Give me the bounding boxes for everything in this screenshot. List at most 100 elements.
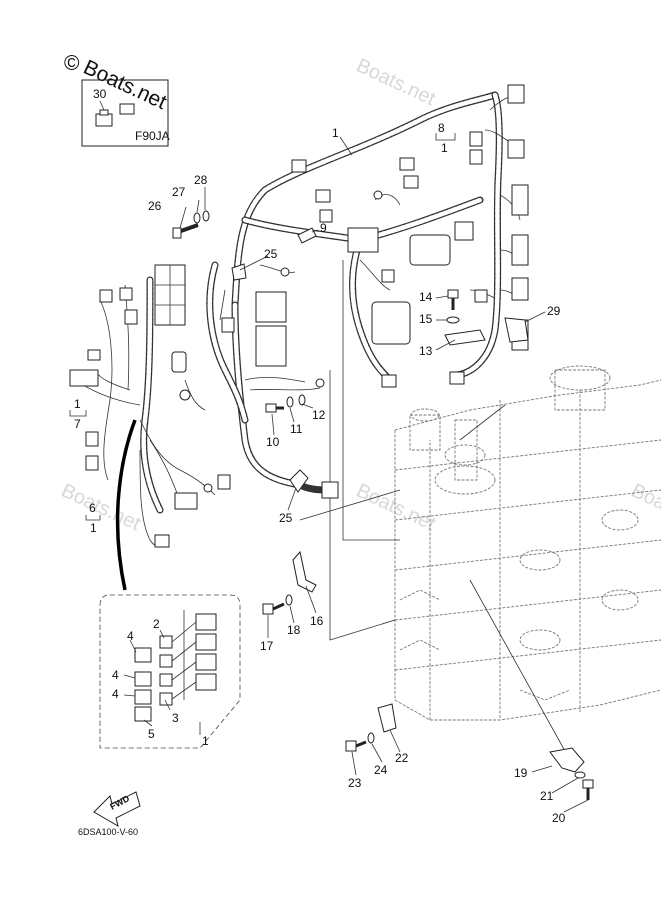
- inset-top-frame: [81, 79, 169, 147]
- washer-24-icon: [367, 732, 375, 744]
- harness-clamp-icon: [371, 301, 411, 345]
- connector-icon: [171, 351, 187, 373]
- bolt-17-icon: [262, 603, 274, 615]
- label-1b: 1: [74, 397, 81, 411]
- connector-icon: [87, 349, 101, 361]
- label-17: 17: [260, 639, 274, 653]
- boats-net-logo: © Boats.net: [64, 52, 170, 114]
- label-1a: 1: [332, 126, 339, 140]
- connector-icon: [315, 189, 331, 203]
- label-25b: 25: [279, 511, 293, 525]
- relay-icon: [195, 673, 217, 691]
- connector-icon: [381, 374, 397, 388]
- relay-socket-icon: [159, 654, 173, 668]
- connector-icon: [124, 309, 138, 325]
- watermark-faint-1: Boats.net: [353, 55, 439, 111]
- connector-icon: [154, 534, 170, 548]
- washer-28-icon: [202, 210, 210, 222]
- connector-icon: [511, 277, 529, 301]
- connector-icon: [399, 157, 415, 171]
- connector-icon: [511, 184, 529, 216]
- multi-connector-icon: [255, 291, 287, 323]
- washer-21-icon: [574, 771, 586, 779]
- wire-harness: [115, 91, 503, 591]
- label-18: 18: [287, 623, 301, 637]
- inset-top-left: 30 F90JA: [81, 79, 170, 147]
- connectors: [69, 84, 529, 548]
- ring-terminal-icon: [373, 190, 383, 200]
- label-20: 20: [552, 811, 566, 825]
- connector-icon: [291, 159, 307, 173]
- connector-30-icon: [95, 103, 135, 127]
- washer-18-icon: [285, 594, 293, 606]
- inset-label-4b: 4: [112, 668, 119, 682]
- label-19: 19: [514, 766, 528, 780]
- connector-icon: [319, 209, 333, 223]
- clamp-29-icon: [504, 317, 529, 343]
- connector-icon: [99, 289, 113, 303]
- inset-label-5: 5: [148, 727, 155, 741]
- ring-terminal-icon: [179, 389, 191, 401]
- washer-15-icon: [446, 316, 460, 324]
- washer-27-icon: [193, 212, 201, 224]
- watermark-faint-2: Boats.net: [58, 480, 144, 536]
- relay-icon: [195, 613, 217, 631]
- inset-top-part-label: 30: [93, 87, 107, 101]
- bolt-10-icon: [265, 403, 277, 413]
- copyright-symbol: ©: [64, 52, 80, 75]
- label-29: 29: [547, 304, 561, 318]
- junction-icon: [347, 227, 379, 253]
- callout-leaders: [69, 133, 589, 813]
- inset-label-3: 3: [172, 711, 179, 725]
- connector-icon: [511, 234, 529, 266]
- relay-icon: [195, 633, 217, 651]
- label-14: 14: [419, 290, 433, 304]
- connector-icon: [507, 139, 525, 159]
- callout-labels: 1 8 1 27 28 26 9 25 14 15 13 29 1 7 10 1…: [74, 121, 566, 825]
- label-21: 21: [540, 789, 554, 803]
- connector-icon: [221, 317, 235, 333]
- label-24: 24: [374, 763, 388, 777]
- relay-socket-icon: [159, 692, 173, 706]
- bolt-14-icon: [447, 289, 459, 299]
- inset-bottom-left: 2 4 4 4 3 5 1: [99, 594, 241, 749]
- inset-bottom-frame: [99, 594, 241, 749]
- relay-icon: [134, 671, 152, 687]
- bracket-19-icon: [549, 747, 585, 773]
- connector-icon: [174, 492, 198, 510]
- connector-icon: [469, 131, 483, 147]
- bracket-13-icon: [444, 329, 486, 346]
- hardware: [172, 210, 594, 800]
- watermark-faint-3: Boats.net: [353, 480, 439, 536]
- label-23: 23: [348, 776, 362, 790]
- label-22: 22: [395, 751, 409, 765]
- engine-block: [394, 365, 661, 721]
- inset-top-model-code: F90JA: [135, 129, 170, 143]
- relay-socket-icon: [159, 635, 173, 649]
- label-25a: 25: [264, 247, 278, 261]
- relay-icon: [134, 706, 152, 722]
- inset-label-4c: 4: [112, 687, 119, 701]
- label-8-sub: 1: [441, 141, 448, 155]
- drawing-code: 6DSA100-V-60: [78, 827, 138, 837]
- connector-icon: [381, 269, 395, 283]
- label-6: 6: [89, 501, 96, 515]
- connector-icon: [85, 431, 99, 447]
- inset-label-4a: 4: [127, 629, 134, 643]
- fwd-arrow-icon: FWD: [93, 791, 141, 828]
- connector-icon: [507, 84, 525, 104]
- connector-icon: [321, 481, 339, 499]
- clamp-25-icon: [231, 263, 247, 281]
- ecm-connector-icon: [409, 234, 451, 266]
- inset-label-2: 2: [153, 617, 160, 631]
- label-26: 26: [148, 199, 162, 213]
- connector-icon: [454, 221, 474, 241]
- label-10: 10: [266, 435, 280, 449]
- label-27: 27: [172, 185, 186, 199]
- ring-terminal-icon: [203, 483, 213, 493]
- relay-icon: [195, 653, 217, 671]
- label-13: 13: [419, 344, 433, 358]
- bolt-20-icon: [582, 779, 594, 789]
- connector-icon: [85, 455, 99, 471]
